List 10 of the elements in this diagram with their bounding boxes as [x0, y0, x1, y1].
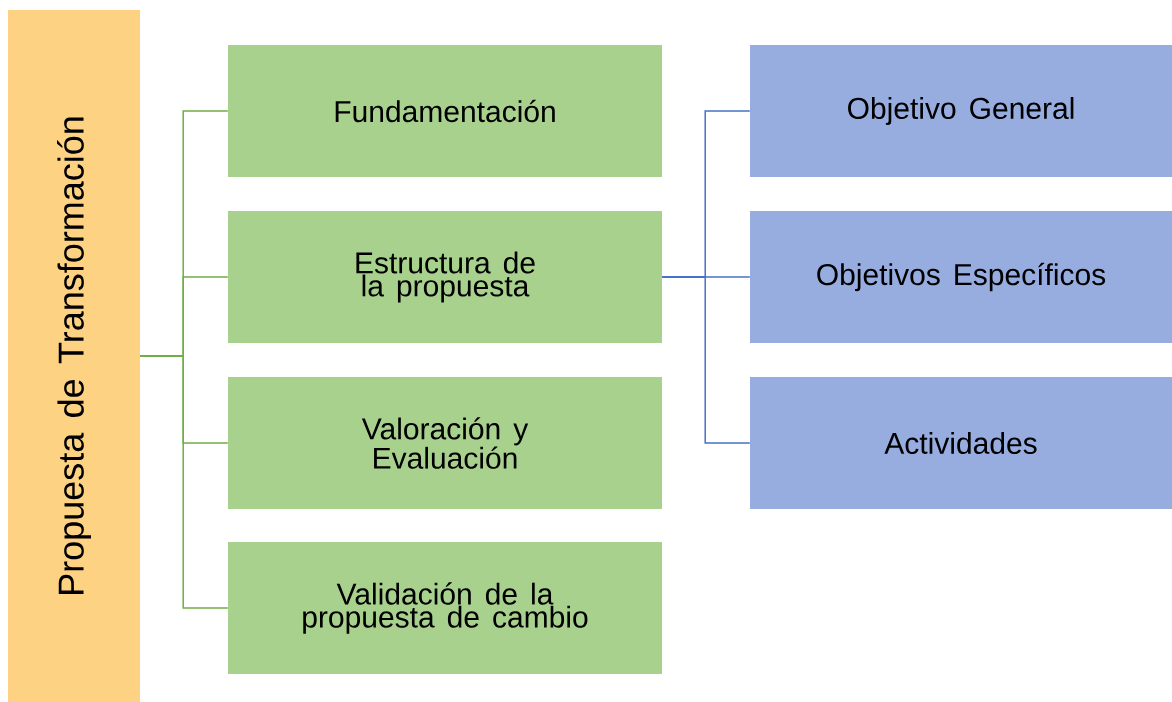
process-box: Valoración y Evaluación — [228, 377, 662, 509]
process-box: Objetivos Específicos — [750, 211, 1172, 343]
process-box: Objetivo General — [750, 45, 1172, 177]
connector-line — [661, 276, 751, 444]
process-box: Actividades — [750, 377, 1172, 509]
process-box: Estructura de la propuesta — [228, 211, 662, 343]
process-box: Fundamentación — [228, 45, 662, 177]
vertical-band: Propuesta de Transformación — [8, 10, 140, 702]
connector-line — [139, 355, 229, 609]
process-box: Validación de la propuesta de cambio — [228, 542, 662, 674]
